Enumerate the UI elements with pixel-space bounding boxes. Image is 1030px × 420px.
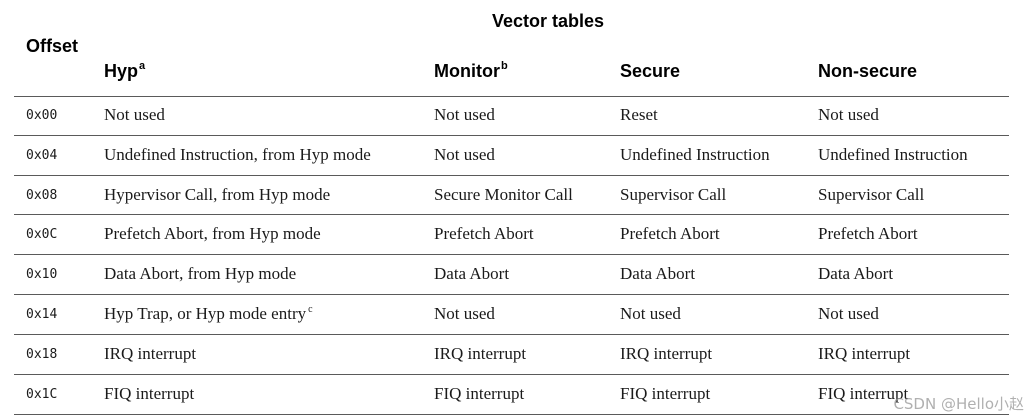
row-rule bbox=[14, 254, 1009, 255]
secure-cell: IRQ interrupt bbox=[620, 344, 713, 363]
monitor-column-label: Monitor bbox=[434, 61, 500, 81]
hyp-cell-text: Not used bbox=[104, 105, 165, 124]
hyp-cell-text: Hypervisor Call, from Hyp mode bbox=[104, 185, 331, 204]
monitor-cell: Data Abort bbox=[434, 264, 510, 283]
secure-cell: Not used bbox=[620, 304, 681, 323]
row-rule bbox=[14, 214, 1009, 215]
secure-cell: Reset bbox=[620, 105, 658, 124]
offset-cell: 0x00 bbox=[26, 108, 58, 123]
hyp-column-header: Hypa bbox=[104, 60, 146, 82]
secure-cell: FIQ interrupt bbox=[620, 384, 711, 403]
row-rule bbox=[14, 294, 1009, 295]
monitor-cell: Secure Monitor Call bbox=[434, 185, 573, 204]
offset-cell: 0x1C bbox=[26, 387, 58, 402]
row-rule bbox=[14, 135, 1009, 136]
hyp-cell: Not used bbox=[104, 105, 165, 125]
nonsecure-cell: Not used bbox=[818, 304, 879, 323]
hyp-cell: Hypervisor Call, from Hyp mode bbox=[104, 185, 330, 205]
offset-cell: 0x08 bbox=[26, 188, 58, 203]
nonsecure-cell: Supervisor Call bbox=[818, 185, 925, 204]
secure-cell: Data Abort bbox=[620, 264, 696, 283]
hyp-cell-text: Prefetch Abort, from Hyp mode bbox=[104, 224, 321, 243]
secure-cell: Prefetch Abort bbox=[620, 224, 720, 243]
hyp-cell: Data Abort, from Hyp mode bbox=[104, 264, 296, 284]
hyp-cell-footnote-marker: c bbox=[308, 304, 313, 315]
hyp-cell-text: IRQ interrupt bbox=[104, 344, 197, 363]
offset-cell: 0x14 bbox=[26, 307, 58, 322]
offset-cell: 0x18 bbox=[26, 347, 58, 362]
hyp-column-label: Hyp bbox=[104, 61, 139, 81]
hyp-cell-text: FIQ interrupt bbox=[104, 384, 195, 403]
nonsecure-cell: IRQ interrupt bbox=[818, 344, 911, 363]
nonsecure-cell: Not used bbox=[818, 105, 879, 124]
hyp-footnote-marker: a bbox=[139, 60, 146, 72]
offset-header: Offset bbox=[26, 36, 79, 56]
monitor-cell: Not used bbox=[434, 105, 495, 124]
bottom-rule bbox=[14, 414, 1009, 415]
row-rule bbox=[14, 334, 1009, 335]
monitor-footnote-marker: b bbox=[500, 60, 508, 72]
secure-column-label: Secure bbox=[620, 61, 681, 81]
hyp-cell: IRQ interrupt bbox=[104, 344, 196, 364]
nonsecure-cell: Prefetch Abort bbox=[818, 224, 918, 243]
hyp-cell-text: Undefined Instruction, from Hyp mode bbox=[104, 145, 371, 164]
hyp-cell: Prefetch Abort, from Hyp mode bbox=[104, 224, 321, 244]
nonsecure-cell: FIQ interrupt bbox=[818, 384, 909, 403]
offset-cell: 0x10 bbox=[26, 267, 58, 282]
monitor-cell: IRQ interrupt bbox=[434, 344, 527, 363]
header-rule bbox=[14, 96, 1009, 97]
vector-tables-title: Vector tables bbox=[492, 11, 605, 31]
monitor-cell: Prefetch Abort bbox=[434, 224, 534, 243]
offset-cell: 0x04 bbox=[26, 148, 58, 163]
watermark: CSDN @Hello小赵 bbox=[893, 395, 1024, 413]
secure-cell: Supervisor Call bbox=[620, 185, 727, 204]
row-rule bbox=[14, 374, 1009, 375]
nonsecure-cell: Data Abort bbox=[818, 264, 894, 283]
monitor-cell: FIQ interrupt bbox=[434, 384, 525, 403]
nonsecure-column-header: Non-secure bbox=[818, 61, 917, 82]
monitor-cell: Not used bbox=[434, 304, 495, 323]
row-rule bbox=[14, 175, 1009, 176]
secure-cell: Undefined Instruction bbox=[620, 145, 770, 164]
nonsecure-cell: Undefined Instruction bbox=[818, 145, 968, 164]
hyp-cell-text: Hyp Trap, or Hyp mode entry bbox=[104, 304, 307, 323]
hyp-cell: Undefined Instruction, from Hyp mode bbox=[104, 145, 371, 165]
hyp-cell: FIQ interrupt bbox=[104, 384, 194, 404]
monitor-cell: Not used bbox=[434, 145, 495, 164]
hyp-cell-text: Data Abort, from Hyp mode bbox=[104, 264, 297, 283]
nonsecure-column-label: Non-secure bbox=[818, 61, 918, 81]
offset-cell: 0x0C bbox=[26, 227, 58, 242]
monitor-column-header: Monitorb bbox=[434, 60, 508, 82]
secure-column-header: Secure bbox=[620, 61, 680, 82]
